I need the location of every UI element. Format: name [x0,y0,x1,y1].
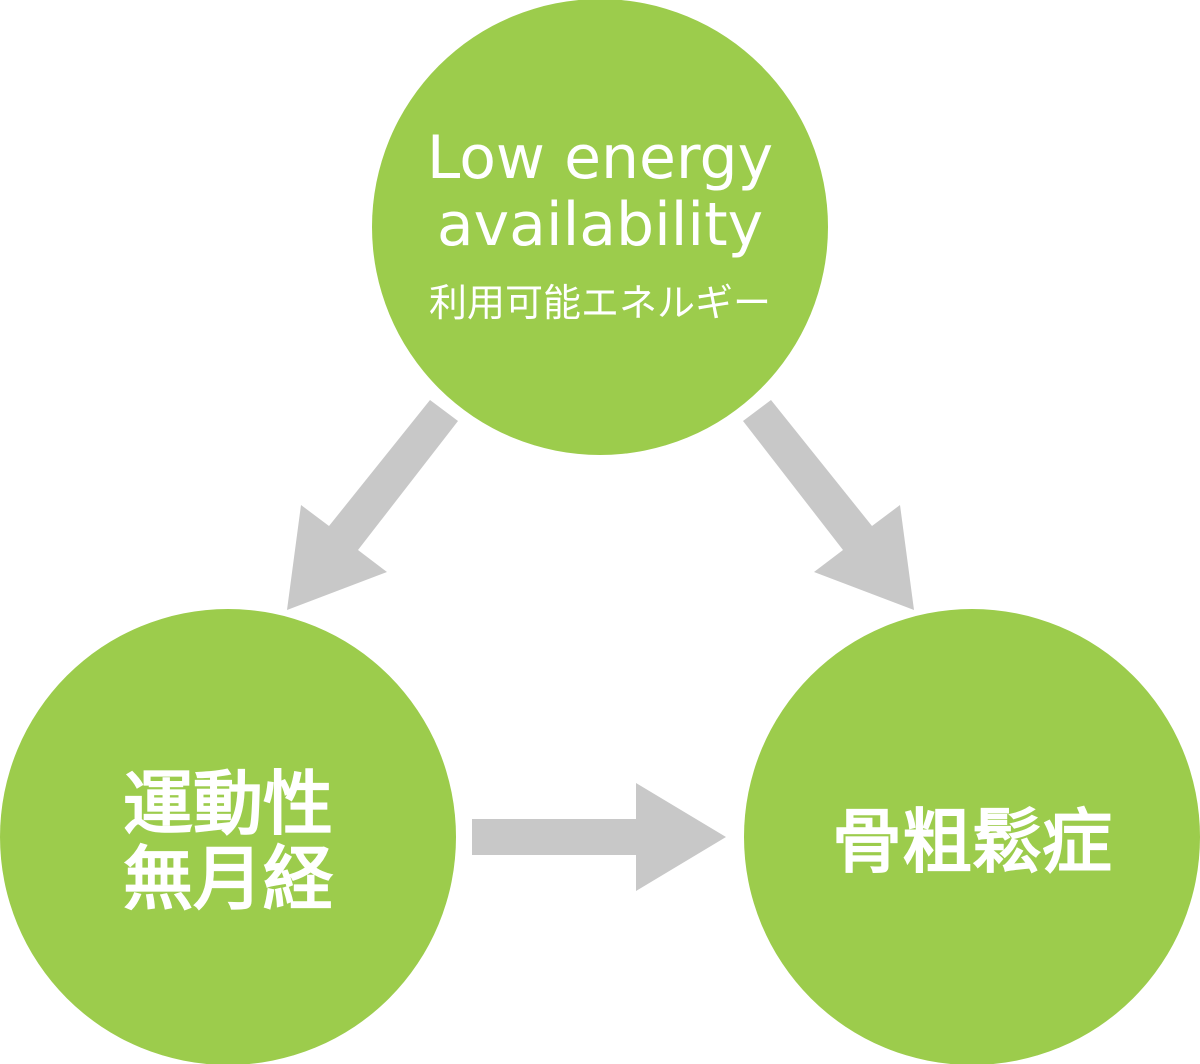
node-left-line2: 無月経 [123,838,334,920]
node-top-subtitle: 利用可能エネルギー [429,281,771,325]
arrow-top-to-left [287,400,458,610]
node-circle-right [744,609,1200,1064]
node-left-line1: 運動性 [123,763,333,845]
arrow-top-to-right [743,400,914,610]
arrow-left-to-right [472,783,726,891]
node-osteoporosis: 骨粗鬆症 [744,609,1200,1064]
node-circle-left [0,609,456,1064]
node-right-label: 骨粗鬆症 [832,801,1112,883]
node-low-energy-availability: Low energy availability 利用可能エネルギー [372,0,828,455]
node-top-line2: availability [437,190,763,260]
node-circle-top [372,0,828,455]
node-amenorrhea: 運動性 無月経 [0,609,456,1064]
node-top-line1: Low energy [427,123,773,193]
